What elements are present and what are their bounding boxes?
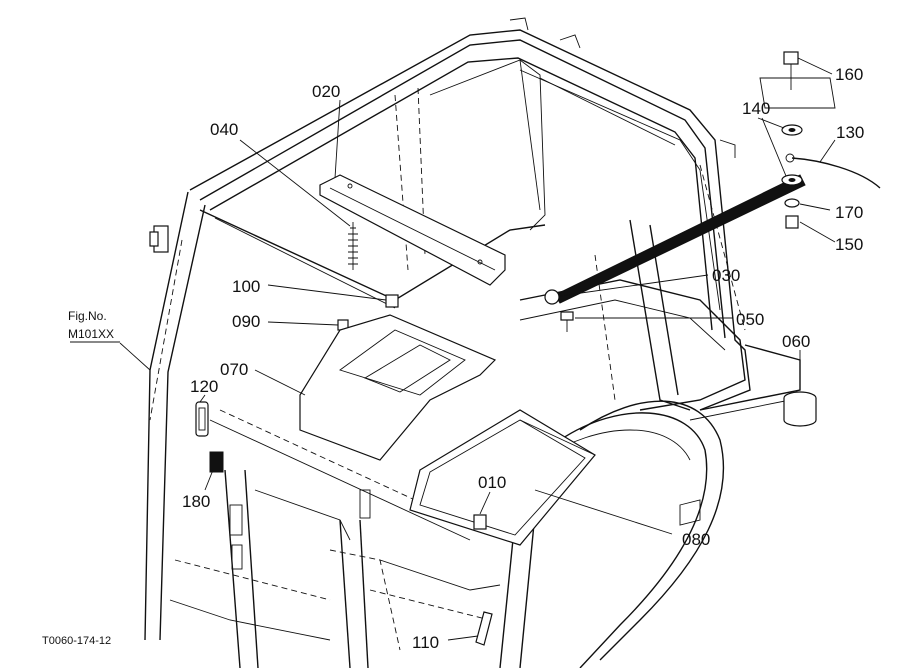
part-010-window: [409, 409, 596, 546]
label-080: 080: [682, 530, 710, 549]
part-150-nut: [785, 215, 799, 229]
label-030: 030: [712, 266, 740, 285]
label-050: 050: [736, 310, 764, 329]
part-070-panel: [299, 314, 497, 461]
label-060: 060: [782, 332, 810, 351]
part-120-grommet: [195, 401, 209, 437]
fig-number: M101XX: [68, 327, 114, 341]
label-140: 140: [742, 99, 770, 118]
label-040: 040: [210, 120, 238, 139]
label-120: 120: [190, 377, 218, 396]
label-010: 010: [478, 473, 506, 492]
leader-lines: [70, 57, 836, 641]
label-180: 180: [182, 492, 210, 511]
part-170-washer: [784, 198, 800, 208]
part-labels: 020 040 100 090 070 120 180 010 080 110 …: [42, 65, 864, 652]
label-110: 110: [412, 633, 439, 652]
label-090: 090: [232, 312, 260, 331]
label-170: 170: [835, 203, 863, 222]
part-110-grommet: [475, 611, 493, 646]
cab-frame: [144, 17, 801, 668]
label-070: 070: [220, 360, 248, 379]
fig-label: Fig.No.: [68, 309, 107, 323]
part-180-pad: [209, 451, 224, 473]
part-030-cable: [544, 174, 806, 305]
part-130-rod: [785, 153, 881, 189]
part-040-spring: [348, 222, 358, 270]
part-060-cap: [783, 391, 817, 427]
label-020: 020: [312, 82, 340, 101]
drawing-code: T0060-174-12: [42, 635, 111, 647]
label-160: 160: [835, 65, 863, 84]
label-130: 130: [836, 123, 864, 142]
part-100-nut: [385, 294, 399, 308]
label-150: 150: [835, 235, 863, 254]
part-160-bolt: [759, 51, 836, 109]
label-100: 100: [232, 277, 260, 296]
part-050-pin: [560, 311, 574, 332]
part-020-roof-plate: [319, 174, 506, 286]
part-140-washers: [781, 124, 803, 186]
